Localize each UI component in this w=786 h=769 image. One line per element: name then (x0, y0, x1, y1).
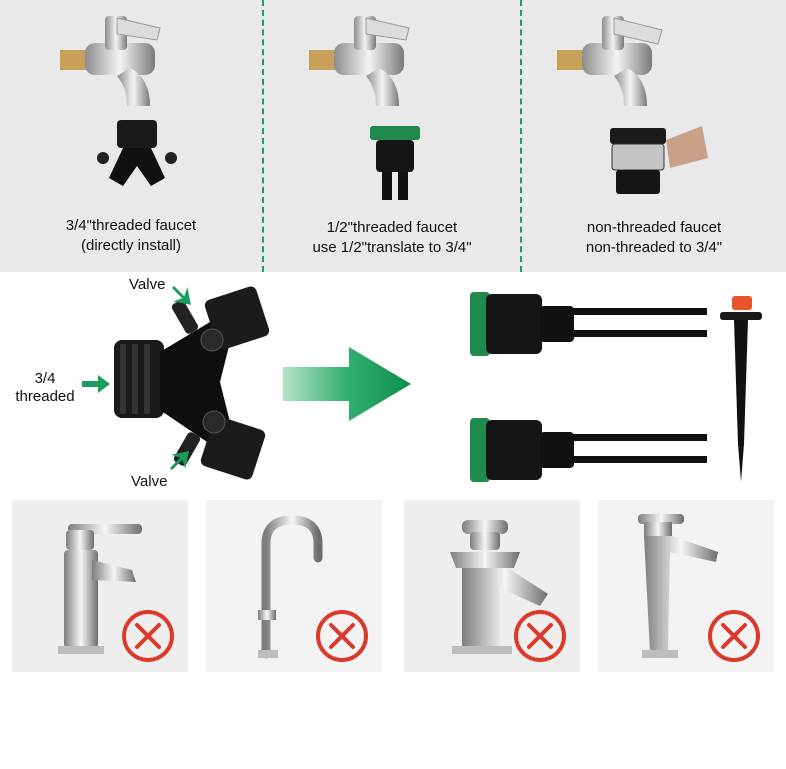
incompatible-faucet-card-3 (404, 500, 580, 672)
gooseneck-faucet-icon (258, 515, 323, 659)
valve-bottom-arrow-icon (169, 451, 189, 471)
inlet-label: 3/4 threaded (10, 370, 80, 406)
valve-top-arrow-icon (171, 285, 191, 305)
tall-vessel-faucet-icon (638, 514, 718, 658)
incompatible-faucet-card-2 (206, 500, 382, 672)
valve-bottom-label: Valve (131, 473, 168, 490)
inlet-arrow-icon (82, 375, 110, 393)
panel-3-caption-line2: non-threaded to 3/4" (585, 239, 723, 256)
panel-three-quarter-faucet: 3/4"threaded faucet (directly install) (0, 0, 262, 272)
divider-2 (520, 0, 522, 272)
faucet-with-y-splitter-icon (60, 16, 177, 186)
panel-half-inch-faucet: 1/2"threaded faucet use 1/2"translate to… (264, 0, 520, 272)
panel-2-caption-line1: 1/2"threaded faucet (326, 219, 458, 236)
large-arrow-icon (283, 347, 411, 421)
cross-mark-icon (708, 610, 760, 662)
faucet-with-quick-connector-icon (557, 16, 708, 194)
incompatible-faucet-card-1 (12, 500, 188, 672)
cross-mark-icon (316, 610, 368, 662)
drip-stake-icon (720, 296, 762, 482)
divider-1 (262, 0, 264, 272)
panel-2-caption-line2: use 1/2"translate to 3/4" (312, 239, 472, 256)
cross-mark-icon (514, 610, 566, 662)
y-connector-icon (114, 286, 270, 480)
valve-top-label: Valve (129, 276, 166, 293)
cross-mark-icon (122, 610, 174, 662)
inlet-label-line2: threaded (15, 388, 75, 405)
faucet-with-adapter-icon (309, 16, 420, 200)
panel-3-caption-line1: non-threaded faucet (586, 219, 722, 236)
inlet-label-line1: 3/4 (34, 370, 56, 387)
panel-1-caption-line2: (directly install) (80, 237, 182, 254)
adapter-with-tubes-bottom-icon (470, 418, 707, 482)
adapter-with-tubes-top-icon (470, 292, 707, 356)
waterfall-faucet-icon (450, 520, 548, 654)
panel-non-threaded-faucet: non-threaded faucet non-threaded to 3/4" (522, 0, 786, 272)
incompatible-faucet-card-4 (598, 500, 774, 672)
panel-1-caption-line1: 3/4"threaded faucet (65, 217, 197, 234)
basin-mixer-faucet-icon (58, 524, 142, 654)
